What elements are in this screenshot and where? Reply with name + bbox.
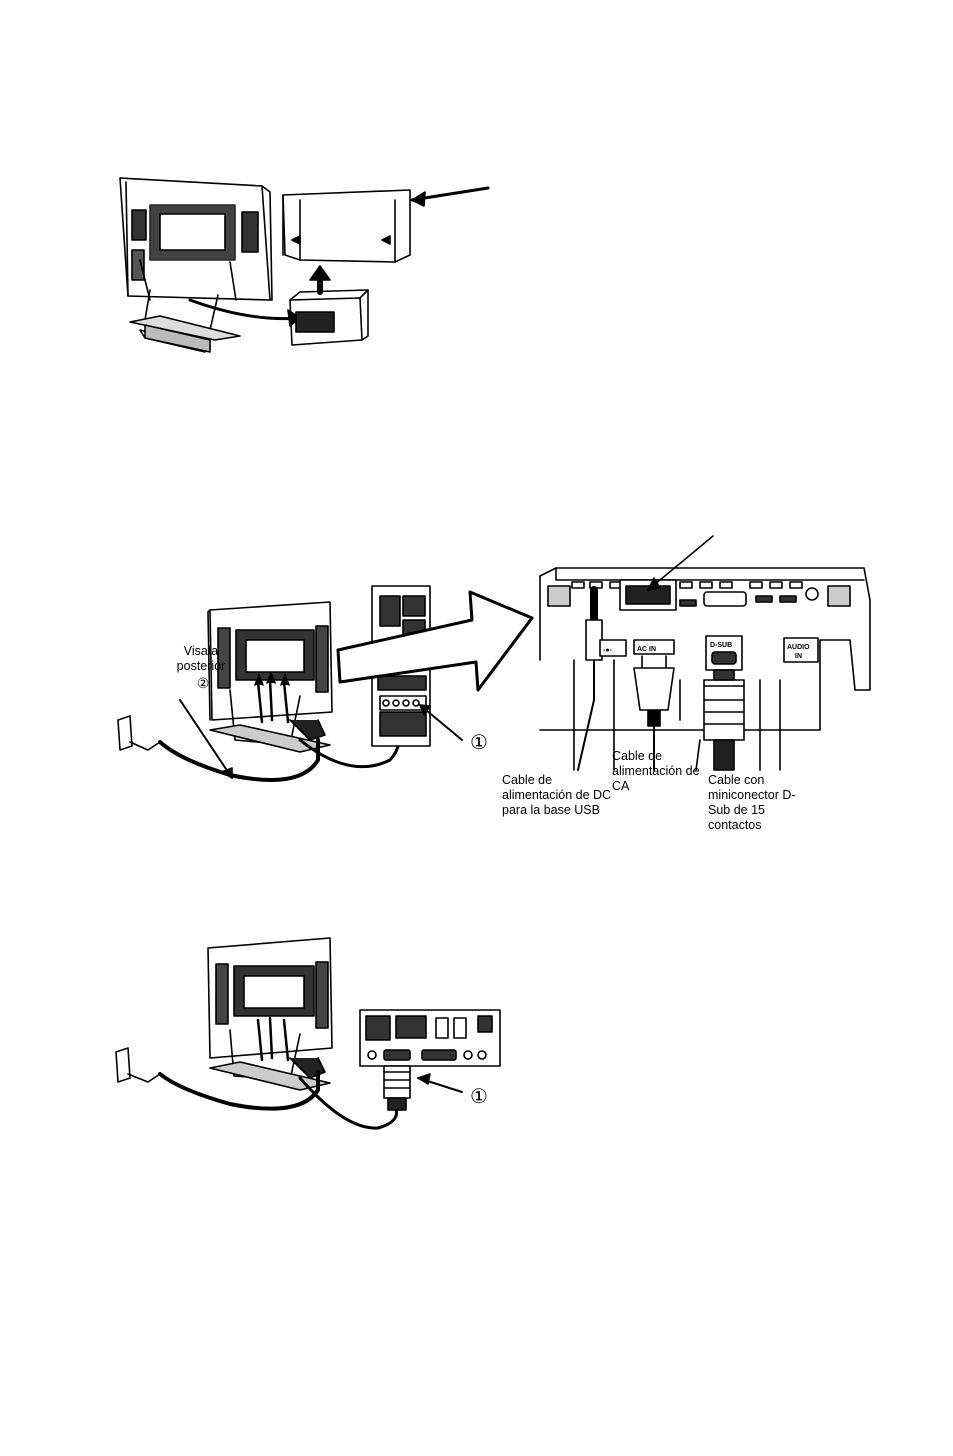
port-label-ac-in: AC IN (637, 646, 656, 653)
callout-1-label-alt: ① (470, 1086, 488, 1108)
port-label-dc: -●- (603, 647, 613, 654)
port-label-audio: AUDIO (787, 644, 810, 651)
port-label-d-sub: D-SUB (710, 642, 732, 649)
figure-connection-alt (116, 938, 500, 1128)
figure-cover-removal (120, 178, 488, 352)
ac-cable-label: Cable de alimentación de CA (612, 749, 702, 794)
rear-view-label: Visata posterior (166, 644, 236, 674)
callout-1-label: ① (470, 732, 488, 754)
rear-view-marker: ② (188, 676, 218, 691)
port-label-in: IN (795, 653, 802, 660)
dc-cable-label: Cable de alimentación de DC para la base… (502, 773, 617, 818)
dsub-cable-label: Cable con miniconector D-Sub de 15 conta… (708, 773, 808, 833)
